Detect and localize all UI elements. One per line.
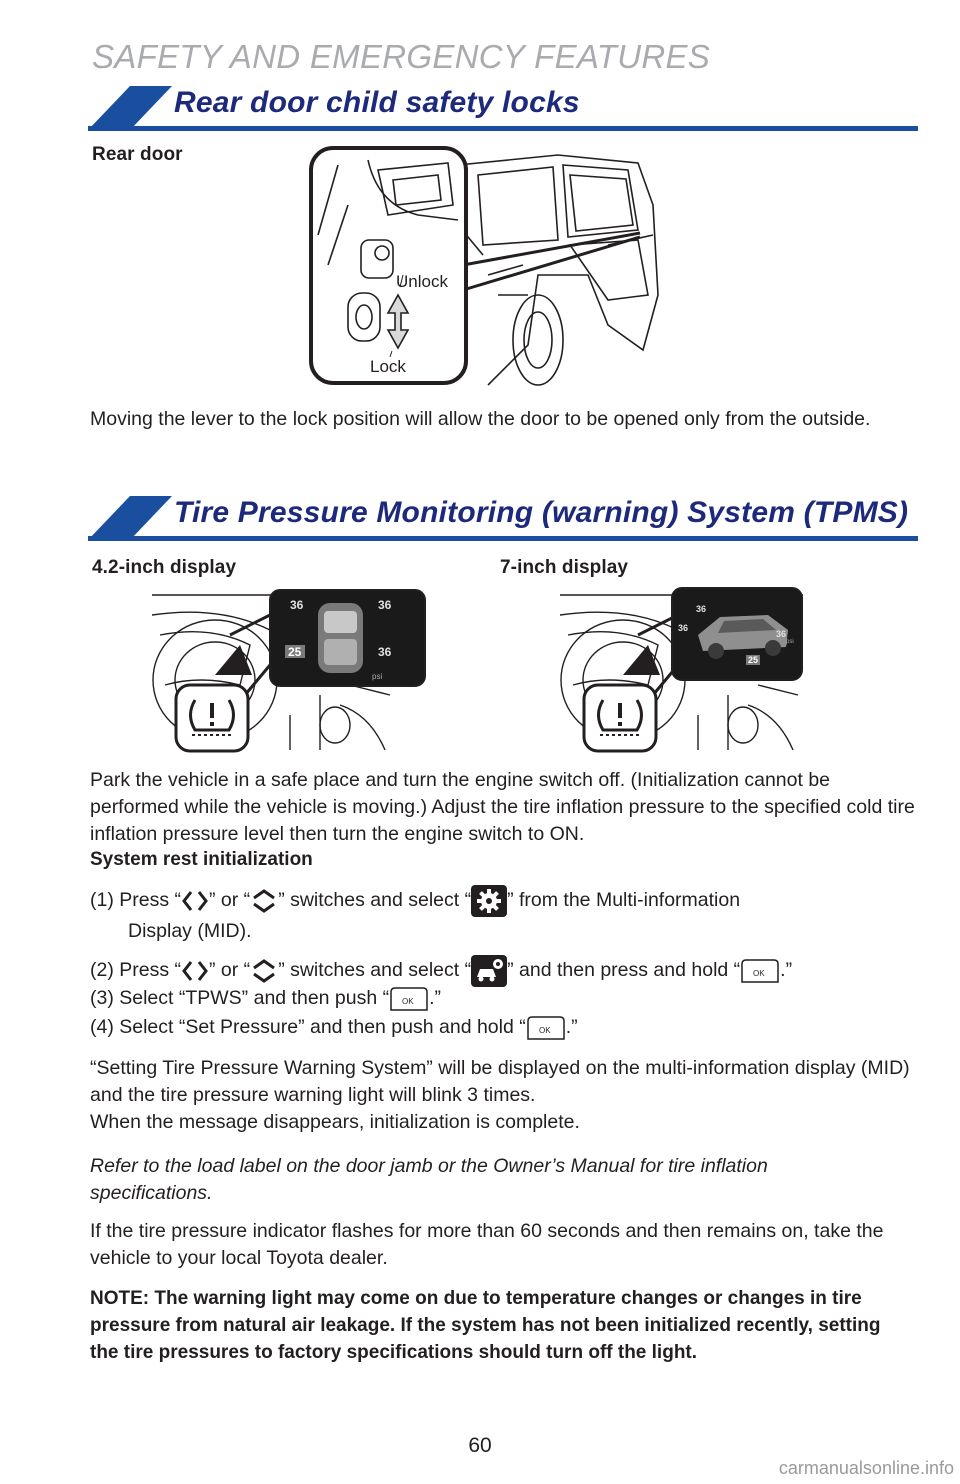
step-2: (2) Press “ ” or “ ” switches and select “…	[90, 955, 920, 987]
step1-text-a: (1) Press “	[90, 889, 182, 912]
step1-text-c: ” switches and select “	[278, 889, 472, 912]
display-large-label: 7-inch display	[500, 557, 629, 578]
step3-text-a: (3) Select “TPWS” and then push “	[90, 987, 390, 1009]
large-unit: psi	[786, 639, 794, 645]
step1-text-d: ” from the Multi-information	[507, 889, 741, 912]
small-rear-left: 25	[288, 645, 302, 659]
heading-band-graphic	[88, 496, 918, 541]
display-small-illustration: 36 36 25 36 psi	[151, 589, 426, 753]
ok-label: OK	[753, 969, 765, 978]
tpms-warning-icon	[597, 699, 643, 736]
watermark: carmanualsonline.info	[778, 1458, 954, 1478]
up-down-arrows-icon	[253, 889, 276, 913]
rear-door-illustration: Unlock Lock	[309, 146, 659, 386]
large-rear-right: 36	[776, 629, 786, 639]
lock-callout: Lock	[370, 357, 406, 376]
step4-text-b: .”	[565, 1016, 578, 1038]
child-locks-heading: Rear door child safety locks	[174, 86, 580, 119]
unlock-callout: Unlock	[396, 272, 448, 291]
small-unit: psi	[372, 672, 382, 681]
large-front-right: 36	[678, 623, 688, 633]
step1-text-e: Display (MID).	[128, 920, 252, 942]
tpms-heading: Tire Pressure Monitoring (warning) Syste…	[174, 496, 909, 529]
small-front-right: 36	[378, 598, 392, 612]
ok-button-icon: OK	[390, 987, 428, 1011]
left-right-arrows-icon	[182, 891, 208, 911]
step-1: (1) Press “ ” or “ ” switches and select “…	[90, 885, 920, 946]
settings-gear-icon	[471, 885, 508, 917]
small-rear-right: 36	[378, 645, 392, 659]
display-large-illustration: 36 36 25 36 psi	[559, 587, 803, 753]
up-down-arrows-icon	[253, 959, 276, 983]
step2-text-b: ” or “	[209, 959, 251, 982]
step3-text-b: .”	[429, 987, 442, 1009]
step2-text-d: ” and then press and hold “	[507, 959, 741, 982]
tpms-intro: Park the vehicle in a safe place and tur…	[90, 769, 915, 845]
tpms-subheading: System rest initialization	[90, 849, 313, 870]
ok-label: OK	[402, 997, 414, 1006]
step2-text-a: (2) Press “	[90, 959, 182, 982]
step2-text-c: ” switches and select “	[278, 959, 472, 982]
step2-text-e: .”	[780, 959, 793, 982]
tpms-result: “Setting Tire Pressure Warning System” w…	[90, 1057, 910, 1106]
left-right-arrows-icon	[182, 961, 208, 981]
rear-door-label: Rear door	[92, 144, 183, 165]
ok-button-icon: OK	[741, 959, 779, 983]
step1-text-b: ” or “	[209, 889, 251, 912]
step-3: (3) Select “TPWS” and then push “ OK .”	[90, 984, 920, 1013]
step-4: (4) Select “Set Pressure” and then push …	[90, 1013, 920, 1042]
ok-button-icon: OK	[527, 1016, 565, 1040]
display-small-label: 4.2-inch display	[92, 557, 237, 578]
tpms-note: NOTE: The warning light may come on due …	[90, 1288, 881, 1363]
tpms-heading-band: Tire Pressure Monitoring (warning) Syste…	[88, 494, 918, 542]
large-front-left: 36	[696, 604, 706, 614]
heading-band-graphic	[88, 86, 918, 131]
page-number: 60	[468, 1434, 492, 1457]
step4-text-a: (4) Select “Set Pressure” and then push …	[90, 1016, 526, 1038]
small-front-left: 36	[290, 598, 304, 612]
section-title: SAFETY AND EMERGENCY FEATURES	[92, 38, 711, 75]
child-locks-heading-band: Rear door child safety locks	[88, 84, 918, 132]
large-rear-left: 25	[748, 655, 758, 665]
tpms-refer: Refer to the load label on the door jamb…	[90, 1155, 768, 1204]
tpms-warning-icon	[189, 699, 235, 736]
ok-label: OK	[539, 1026, 551, 1035]
tpms-flash: If the tire pressure indicator flashes f…	[90, 1220, 884, 1269]
tpms-complete: When the message disappears, initializat…	[90, 1111, 580, 1133]
child-locks-description: Moving the lever to the lock position wi…	[90, 408, 871, 430]
vehicle-settings-icon	[471, 955, 508, 987]
